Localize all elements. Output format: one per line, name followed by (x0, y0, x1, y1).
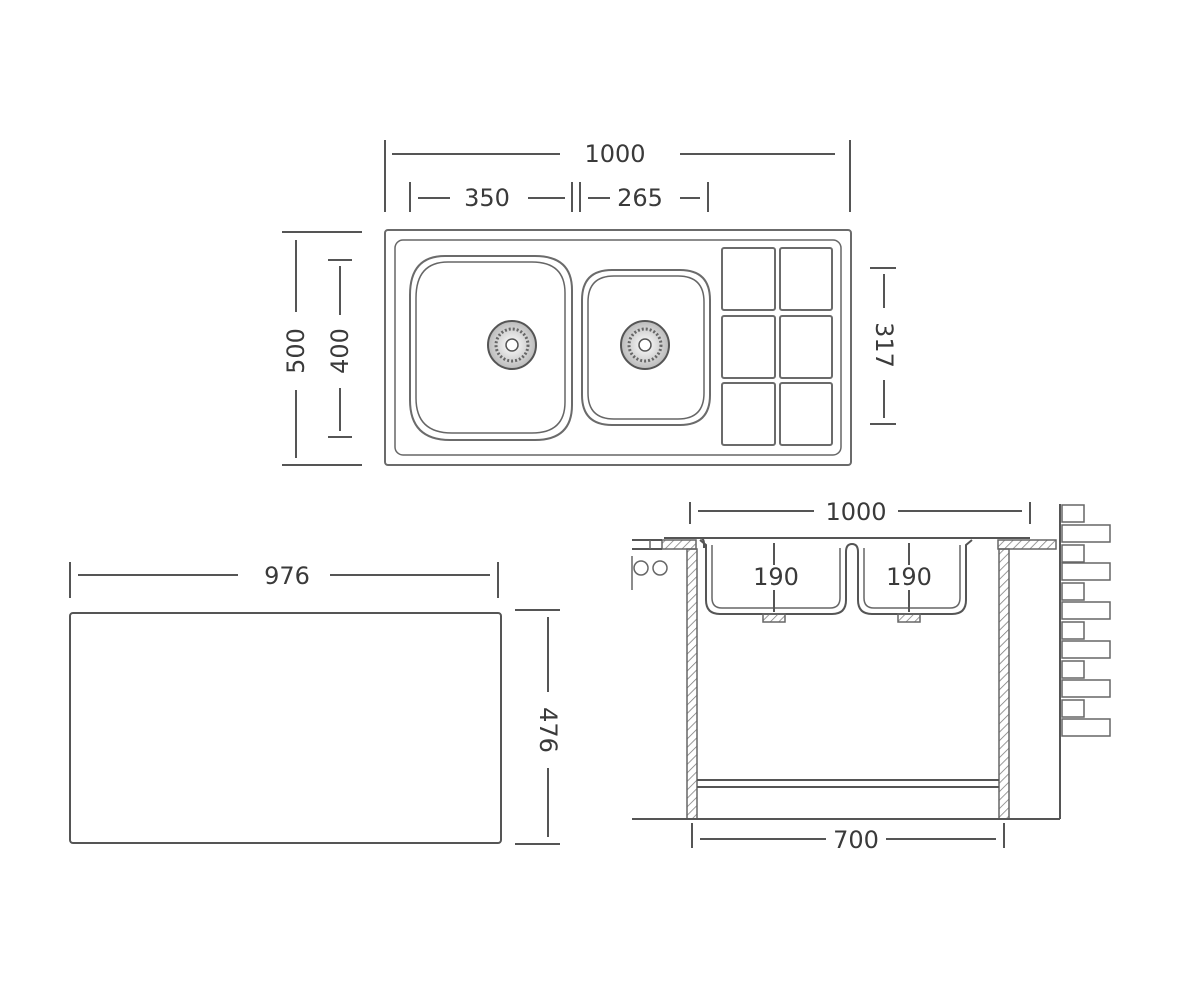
dimension-bowl-depth: 400 (326, 259, 354, 438)
dimension-cutout-width: 976 (69, 562, 499, 598)
dimension-cutout-depth: 476 (515, 609, 562, 845)
dimension-overall-depth: 500 (282, 231, 362, 466)
dimension-bowl-widths: 350 265 (409, 182, 709, 212)
cutout-view: 976 476 (69, 562, 562, 845)
dimension-overall-width: 1000 (384, 140, 851, 212)
left-bowl-depth-label: 190 (753, 563, 799, 591)
cutout-width-label: 976 (264, 562, 310, 590)
overall-width-label: 1000 (584, 140, 645, 168)
wall-bricks (1059, 504, 1111, 819)
right-bowl-width-label: 265 (617, 184, 663, 212)
left-bowl-section (699, 539, 973, 615)
cabinet (632, 548, 1060, 820)
bowl-depth-label: 400 (326, 328, 354, 374)
dimension-cabinet-width: 700 (691, 823, 1005, 854)
right-bowl-depth-label: 190 (886, 563, 932, 591)
cutout-outline (69, 612, 502, 844)
sink-top-outline (384, 229, 852, 466)
drainer-grid (721, 247, 833, 446)
dimension-bowl-depths: 190 190 (753, 543, 932, 612)
dimension-section-width: 1000 (689, 498, 1031, 526)
dimension-drainer-depth: 317 (870, 267, 898, 425)
cutout-depth-label: 476 (534, 707, 562, 753)
top-view: 1000 350 265 (282, 140, 898, 466)
section-view: 1000 190 190 (631, 498, 1111, 854)
left-drain-icon (487, 320, 537, 370)
right-drain-outlet-icon (897, 613, 921, 623)
section-width-label: 1000 (825, 498, 886, 526)
left-bowl-width-label: 350 (464, 184, 510, 212)
right-drain-icon (620, 320, 670, 370)
drainer-depth-label: 317 (870, 322, 898, 368)
overall-depth-label: 500 (282, 328, 310, 374)
countertop (632, 539, 1057, 550)
tap-holes (631, 556, 668, 590)
left-drain-outlet-icon (762, 613, 786, 623)
cabinet-width-label: 700 (833, 826, 879, 854)
